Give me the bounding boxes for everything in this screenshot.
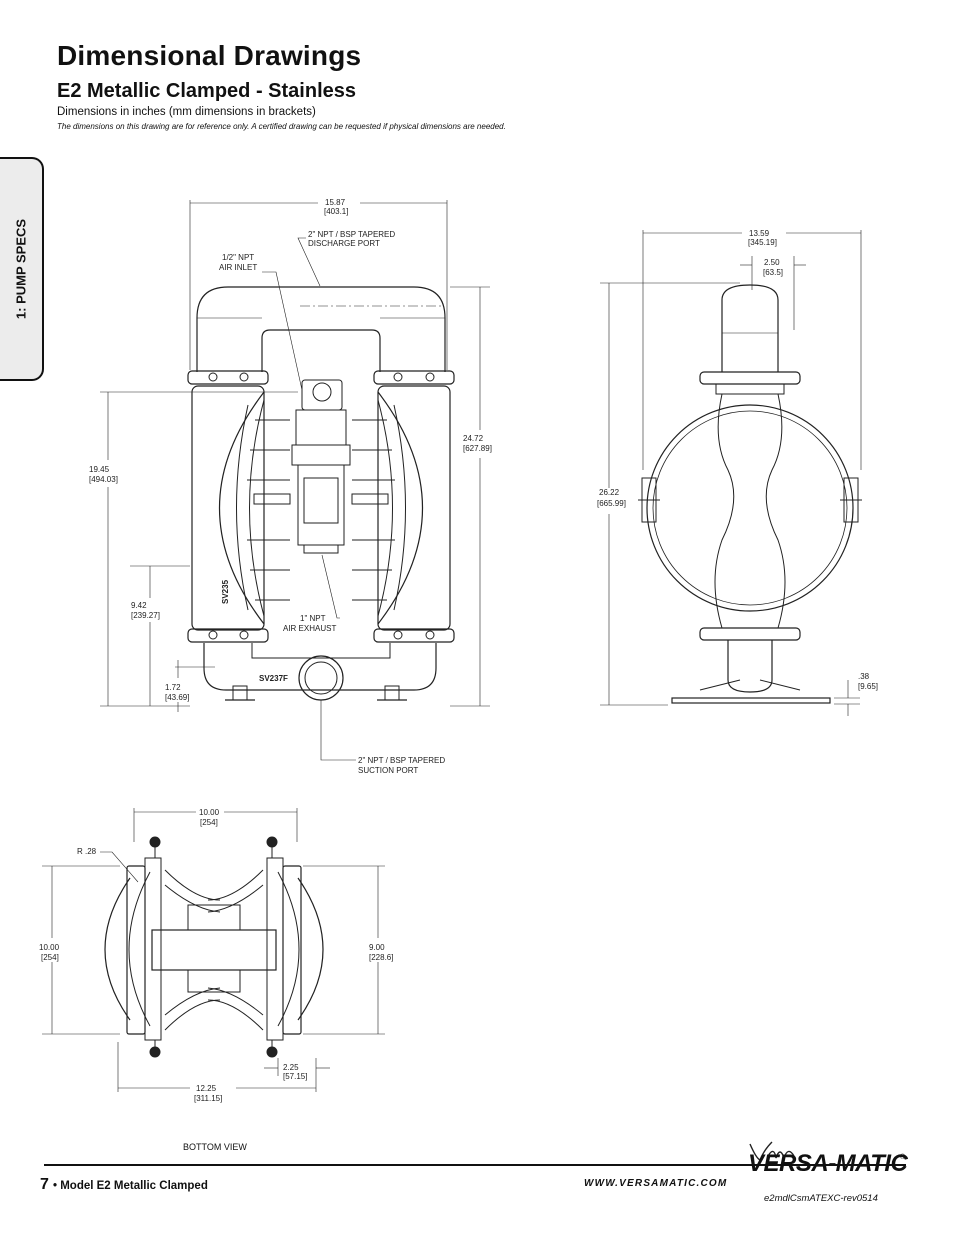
dim-bottom-inner-depth: 9.00 — [369, 943, 385, 952]
suction-port-label-2: SUCTION PORT — [358, 766, 418, 775]
bottom-view-caption: BOTTOM VIEW — [183, 1142, 247, 1152]
dim-bottom-radius: R .28 — [77, 847, 97, 856]
dim-exhaust-height-mm: [239.27] — [131, 611, 160, 620]
page-label: • Model E2 Metallic Clamped — [53, 1180, 208, 1192]
dim-side-height-mm: [665.99] — [597, 499, 626, 508]
side-view-dimension-text: 13.59 [345.19] 2.50 [63.5] 26.22 [665.99… — [597, 229, 878, 691]
part-mark-sv237f: SV237F — [259, 674, 288, 683]
dim-side-offset-mm: [63.5] — [763, 268, 783, 277]
dim-base-thickness: .38 — [858, 672, 870, 681]
bottom-view-dimension-text: 10.00 [254] R .28 10.00 [254] 9.00 [228.… — [39, 808, 393, 1103]
air-exhaust-label-2: AIR EXHAUST — [283, 624, 336, 633]
part-mark-sv235: SV235 — [221, 579, 230, 604]
front-view-dimensions — [100, 200, 490, 761]
dim-bottom-slot-mm: [57.15] — [283, 1072, 307, 1081]
front-view-pump: SV235 SV237F — [187, 286, 455, 701]
dim-inlet-height: 19.45 — [89, 465, 110, 474]
section-tab: 1: PUMP SPECS — [0, 157, 44, 381]
side-view-dimensions — [600, 230, 862, 716]
dim-side-offset: 2.50 — [764, 258, 780, 267]
page-title: Dimensional Drawings — [57, 40, 362, 71]
bottom-view-pump — [104, 836, 324, 1058]
vm-script-icon — [749, 1141, 795, 1161]
dim-front-width-mm: [403.1] — [324, 207, 348, 216]
dim-exhaust-height: 9.42 — [131, 601, 147, 610]
dim-bottom-depth-mm: [254] — [41, 953, 59, 962]
footer-rule — [44, 1164, 906, 1166]
air-inlet-label-2: AIR INLET — [219, 263, 257, 272]
page-subtitle: E2 Metallic Clamped - Stainless — [57, 80, 356, 102]
dim-bottom-width: 12.25 — [196, 1084, 217, 1093]
dim-base-thickness-mm: [9.65] — [858, 682, 878, 691]
versa-matic-logo: VERSA-MATIC ® — [740, 1140, 910, 1180]
discharge-port-label-2: DISCHARGE PORT — [308, 239, 380, 248]
dim-bottom-depth: 10.00 — [39, 943, 60, 952]
front-view-dimension-text: 15.87 [403.1] 2" NPT / BSP TAPERED DISCH… — [89, 198, 492, 775]
dim-suction-height: 1.72 — [165, 683, 181, 692]
brand-name: VERSA-MATIC — [748, 1150, 908, 1177]
website-link[interactable]: WWW.VERSAMATIC.COM — [584, 1178, 728, 1189]
dim-front-height: 24.72 — [463, 434, 484, 443]
dim-bottom-slot: 2.25 — [283, 1063, 299, 1072]
dim-side-width: 13.59 — [749, 229, 770, 238]
dim-bottom-width-mm: [311.15] — [194, 1094, 222, 1103]
page-number: 7 — [40, 1176, 49, 1193]
dim-side-height: 26.22 — [599, 488, 620, 497]
document-code: e2mdlCsmATEXC-rev0514 — [764, 1193, 878, 1204]
discharge-port-label-1: 2" NPT / BSP TAPERED — [308, 230, 395, 239]
units-note: Dimensions in inches (mm dimensions in b… — [57, 106, 316, 118]
air-exhaust-label-1: 1" NPT — [300, 614, 326, 623]
side-view-pump — [638, 284, 862, 704]
dim-front-width: 15.87 — [325, 198, 346, 207]
disclaimer-note: The dimensions on this drawing are for r… — [57, 122, 506, 131]
dim-side-width-mm: [345.19] — [748, 238, 777, 247]
dim-bottom-inner-depth-mm: [228.6] — [369, 953, 393, 962]
air-inlet-label-1: 1/2" NPT — [222, 253, 254, 262]
dim-front-height-mm: [627.89] — [463, 444, 492, 453]
registered-mark: ® — [900, 1154, 906, 1161]
dim-inlet-height-mm: [494.03] — [89, 475, 118, 484]
dim-bottom-hole-spacing-mm: [254] — [200, 818, 218, 827]
suction-port-label-1: 2" NPT / BSP TAPERED — [358, 756, 445, 765]
bottom-view-dimensions — [42, 808, 385, 1092]
dim-bottom-hole-spacing: 10.00 — [199, 808, 220, 817]
dim-suction-height-mm: [43.69] — [165, 693, 189, 702]
